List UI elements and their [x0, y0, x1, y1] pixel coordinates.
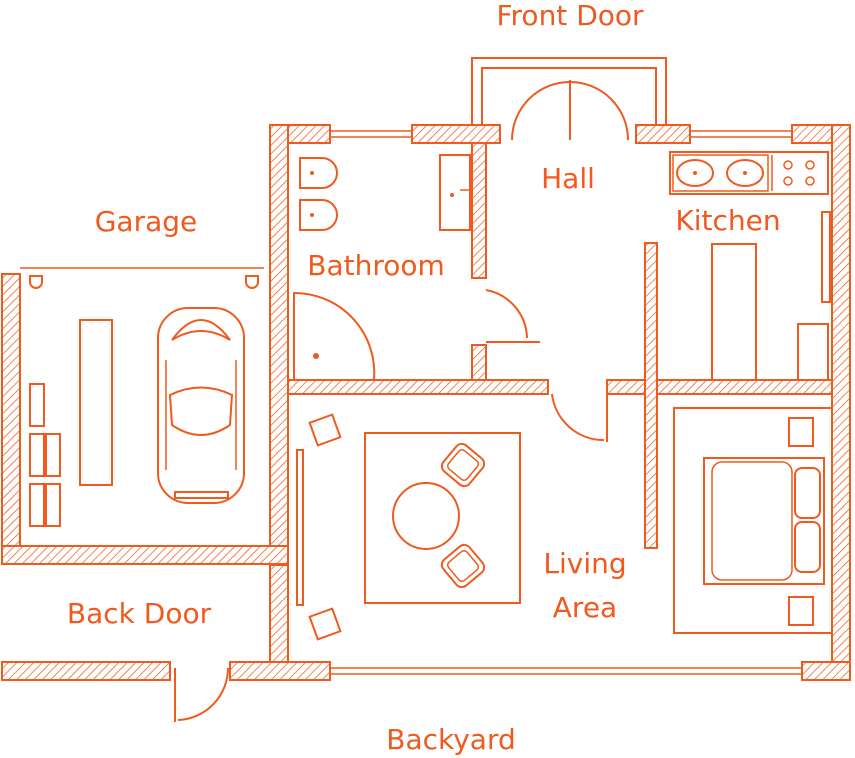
hall-label: Hall — [541, 162, 595, 195]
bedroom — [673, 407, 833, 634]
windows — [20, 130, 802, 675]
bathroom-fixtures — [293, 154, 471, 381]
bed-icon — [703, 457, 825, 585]
living-area-furniture — [296, 413, 521, 641]
room-labels: Front Door Hall Kitchen Garage Bathroom … — [67, 0, 781, 756]
bathroom-door[interactable] — [485, 289, 540, 343]
garage-contents — [29, 275, 259, 527]
living-area-door[interactable] — [551, 393, 608, 442]
garage-label: Garage — [95, 205, 198, 238]
walls — [1, 124, 851, 681]
kitchen-fixtures — [669, 151, 831, 381]
back-door[interactable] — [174, 667, 229, 722]
living-area-label-line2: Area — [553, 591, 617, 624]
back-door-label: Back Door — [67, 597, 212, 630]
bathroom-label: Bathroom — [307, 249, 445, 282]
backyard-label: Backyard — [386, 723, 516, 756]
car-icon — [157, 307, 245, 504]
living-area-label-line1: Living — [543, 547, 626, 580]
front-porch — [471, 57, 667, 125]
front-door-label: Front Door — [496, 0, 644, 32]
kitchen-label: Kitchen — [675, 204, 780, 237]
front-door[interactable] — [511, 80, 629, 141]
